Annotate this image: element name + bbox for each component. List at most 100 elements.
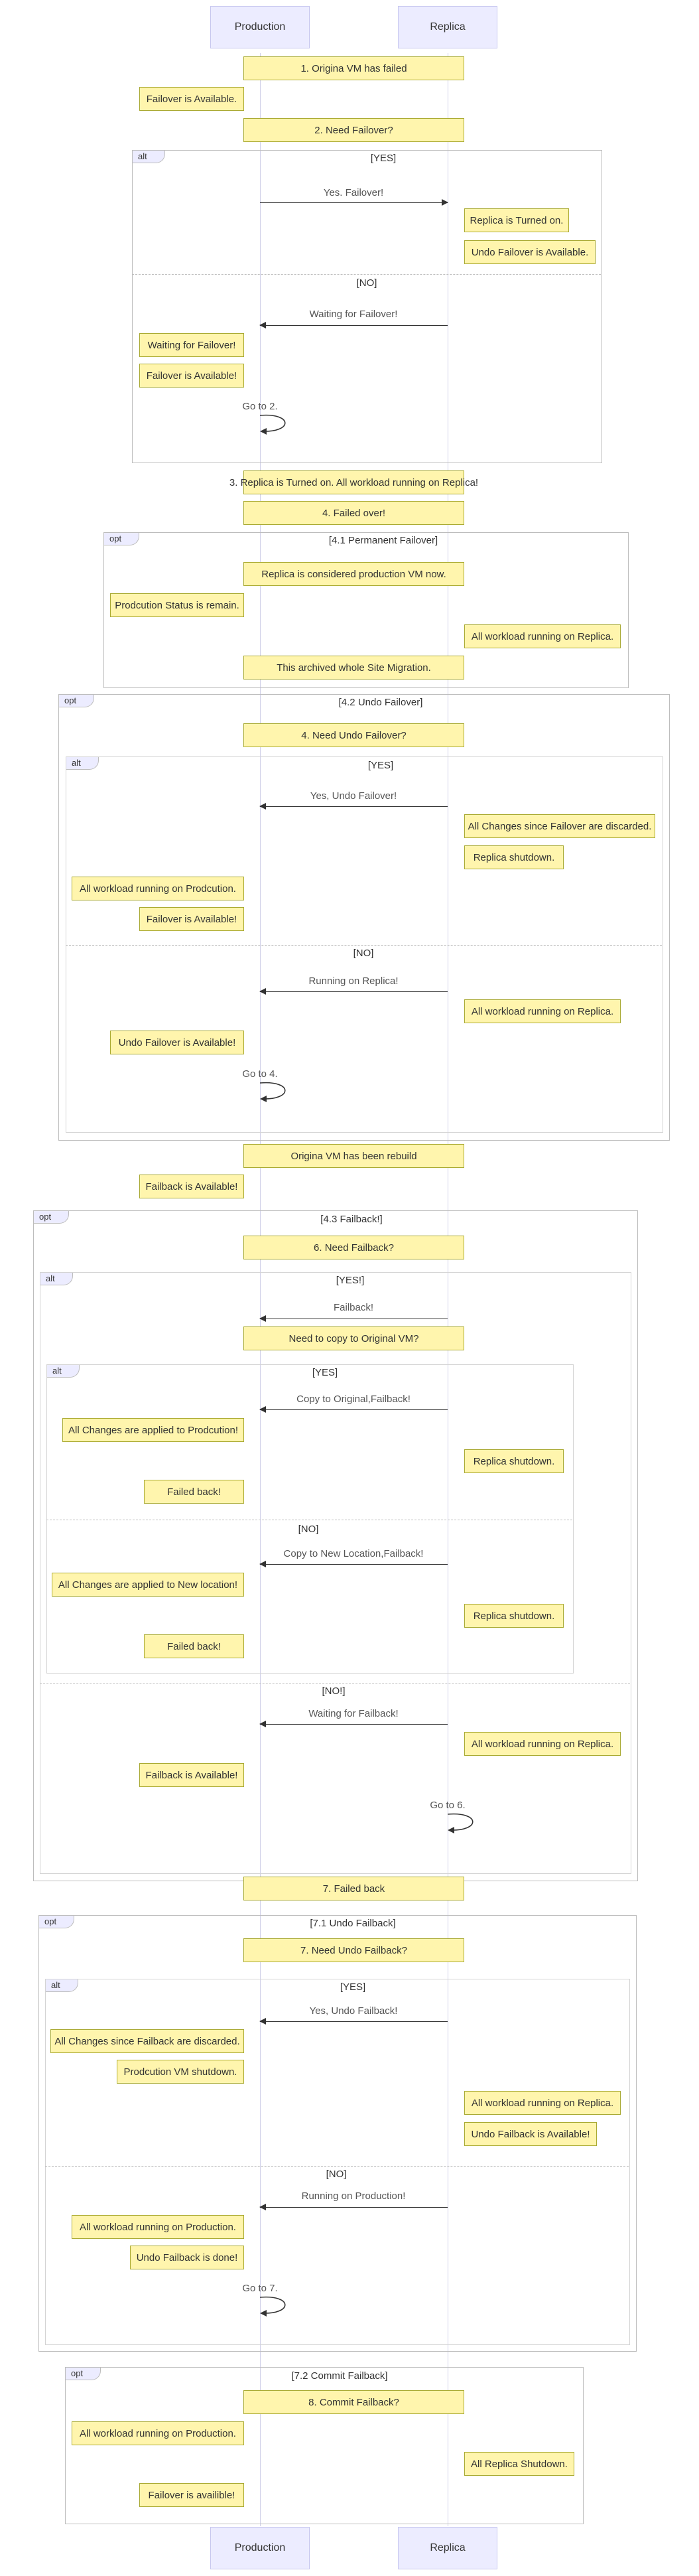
note: Replica shutdown. bbox=[464, 845, 564, 869]
message-label: Go to 6. bbox=[430, 1800, 466, 1811]
note: 4. Need Undo Failover? bbox=[243, 723, 464, 747]
arrowhead bbox=[259, 322, 266, 328]
note: All Changes are applied to Prodcution! bbox=[62, 1418, 244, 1442]
actor-replica-top: Replica bbox=[398, 6, 497, 48]
guard-label: [NO] bbox=[356, 277, 377, 289]
note: All workload running on Replica. bbox=[464, 624, 621, 648]
note: Replica is considered production VM now. bbox=[243, 562, 464, 586]
message-arrow bbox=[259, 322, 448, 328]
operator-label: opt bbox=[39, 1916, 75, 1928]
note: Replica shutdown. bbox=[464, 1604, 564, 1628]
note: 4. Failed over! bbox=[243, 501, 464, 525]
message-label: Waiting for Failback! bbox=[308, 1708, 399, 1719]
self-loop-arrow bbox=[447, 1813, 474, 1833]
arrowhead bbox=[259, 1561, 266, 1567]
message-label: Yes. Failover! bbox=[323, 187, 384, 198]
note: Prodcution VM shutdown. bbox=[117, 2060, 244, 2084]
guard-label: [7.2 Commit Failback] bbox=[291, 2370, 388, 2382]
arrowhead bbox=[259, 2018, 266, 2025]
note: All workload running on Replica. bbox=[464, 1732, 621, 1756]
production-lifeline bbox=[260, 53, 261, 2526]
guard-label: [YES] bbox=[340, 1981, 366, 1993]
guard-label: [4.2 Undo Failover] bbox=[338, 697, 423, 708]
arrowhead bbox=[259, 1315, 266, 1322]
note: Replica is Turned on. bbox=[464, 208, 569, 232]
note: Failed back! bbox=[144, 1480, 244, 1504]
message-label: Go to 2. bbox=[242, 401, 278, 412]
note: 8. Commit Failback? bbox=[243, 2390, 464, 2414]
note: Waiting for Failover! bbox=[139, 333, 244, 357]
message-label: Running on Replica! bbox=[308, 975, 399, 987]
note: All workload running on Prodcution. bbox=[72, 877, 244, 900]
operator-label: opt bbox=[34, 1211, 70, 1224]
alt-frame-copy-original: alt bbox=[46, 1364, 574, 1674]
note: Replica shutdown. bbox=[464, 1449, 564, 1473]
guard-label: [4.1 Permanent Failover] bbox=[328, 535, 438, 546]
message-label: Copy to New Location,Failback! bbox=[283, 1548, 424, 1559]
alt-frame-failover: alt bbox=[132, 150, 602, 463]
note: Undo Failover is Available. bbox=[464, 240, 596, 264]
self-loop-arrow bbox=[259, 2296, 286, 2317]
message-label: Yes, Undo Failback! bbox=[309, 2005, 398, 2017]
message-label: Go to 7. bbox=[242, 2283, 278, 2294]
loop-path bbox=[259, 414, 286, 432]
actor-label: Production bbox=[234, 2542, 286, 2553]
guard-label: [4.3 Failback!] bbox=[320, 1214, 383, 1225]
note: All Changes are applied to New location! bbox=[52, 1573, 244, 1597]
message-arrow bbox=[259, 2018, 448, 2025]
arrowhead bbox=[259, 1721, 266, 1727]
actor-label: Replica bbox=[430, 21, 466, 33]
note: All Changes since Failback are discarded… bbox=[50, 2029, 244, 2053]
message-arrow bbox=[259, 988, 448, 995]
note: Need to copy to Original VM? bbox=[243, 1326, 464, 1350]
note: Failover is Available. bbox=[139, 87, 244, 111]
guard-label: [NO] bbox=[326, 2169, 347, 2180]
message-arrow bbox=[259, 803, 448, 810]
operator-label: opt bbox=[104, 533, 140, 545]
loop-path bbox=[447, 1813, 474, 1831]
operator-label: opt bbox=[59, 695, 95, 707]
alt-divider bbox=[66, 945, 662, 946]
note: 2. Need Failover? bbox=[243, 118, 464, 142]
message-arrow bbox=[259, 1406, 448, 1413]
loop-path bbox=[259, 2296, 286, 2314]
guard-label: [YES!] bbox=[336, 1275, 365, 1286]
actor-production-top: Production bbox=[210, 6, 310, 48]
note: 7. Need Undo Failback? bbox=[243, 1938, 464, 1962]
arrowhead bbox=[442, 199, 448, 206]
operator-label: alt bbox=[46, 1979, 78, 1992]
note: Undo Failback is Available! bbox=[464, 2122, 597, 2146]
operator-label: alt bbox=[66, 757, 99, 770]
message-arrow bbox=[260, 199, 448, 206]
actor-label: Production bbox=[234, 21, 286, 33]
message-arrow bbox=[259, 1721, 448, 1727]
note: 7. Failed back bbox=[243, 1877, 464, 1900]
message-arrow bbox=[259, 2204, 448, 2210]
guard-label: [NO] bbox=[298, 1524, 319, 1535]
note: Undo Failover is Available! bbox=[110, 1031, 244, 1054]
alt-divider bbox=[45, 2166, 629, 2167]
alt-frame-undo-failover: alt bbox=[66, 756, 663, 1133]
message-label: Go to 4. bbox=[242, 1068, 278, 1080]
arrowhead bbox=[259, 803, 266, 810]
message-label: Copy to Original,Failback! bbox=[296, 1394, 411, 1405]
alt-frame-undo-failback: alt bbox=[45, 1979, 630, 2345]
opt-frame-permanent-failover: opt bbox=[103, 532, 629, 688]
message-label: Yes, Undo Failover! bbox=[310, 790, 397, 802]
note: Failover is availible! bbox=[139, 2483, 244, 2507]
note: Failback is Available! bbox=[139, 1175, 244, 1198]
alt-divider bbox=[132, 274, 601, 275]
actor-label: Replica bbox=[430, 2542, 466, 2553]
alt-frame-failback: alt bbox=[40, 1272, 631, 1874]
actor-replica-bottom: Replica bbox=[398, 2527, 497, 2569]
arrowhead bbox=[259, 1406, 266, 1413]
message-arrow bbox=[259, 1561, 448, 1567]
operator-label: alt bbox=[40, 1273, 73, 1285]
note: All workload running on Production. bbox=[72, 2215, 244, 2239]
note: 6. Need Failback? bbox=[243, 1236, 464, 1259]
arrowhead bbox=[259, 2204, 266, 2210]
arrowhead bbox=[260, 428, 267, 435]
opt-frame-undo-failback: opt bbox=[38, 1915, 637, 2352]
note: Prodcution Status is remain. bbox=[110, 593, 244, 617]
